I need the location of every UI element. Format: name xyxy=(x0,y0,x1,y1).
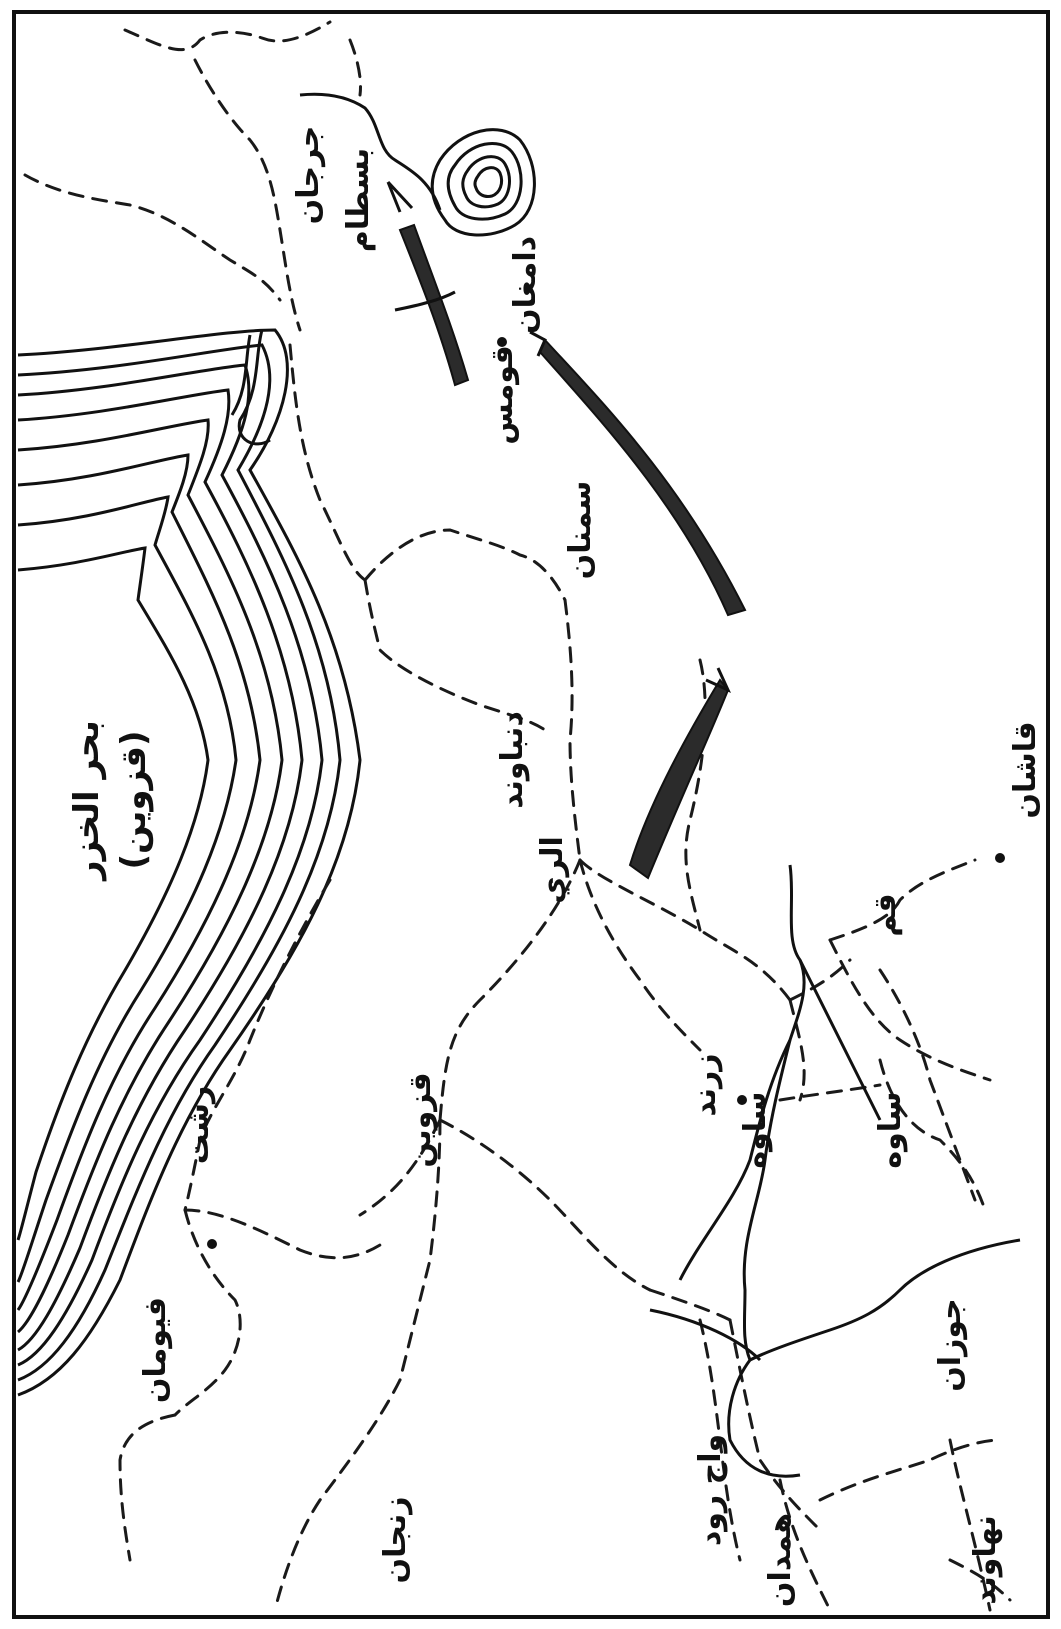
label-dunbavand: دنباوند xyxy=(495,711,530,808)
label-qum: قم xyxy=(868,893,903,936)
arrow-qumis-to-bistam xyxy=(398,223,470,387)
label-bistam: بسطام xyxy=(341,148,376,252)
label-sea-name: بحر الخزر xyxy=(67,720,107,882)
campaign-arrows xyxy=(386,180,747,880)
town-dot-zarand xyxy=(737,1095,747,1105)
rivers xyxy=(649,864,1021,1478)
town-markers xyxy=(207,337,1005,1249)
label-rayy: الري xyxy=(535,836,570,904)
label-saveh-1: ساوه xyxy=(738,1091,773,1168)
label-zarand: زرند xyxy=(688,1053,723,1116)
label-saveh-2: ساوه xyxy=(873,1091,908,1168)
label-vajrud: واج رود xyxy=(693,1434,728,1546)
jurjan-coast xyxy=(299,92,442,211)
label-qumis: قومس xyxy=(485,345,520,444)
label-qazvin: قزوين xyxy=(403,1072,438,1167)
label-zanjan: زنجان xyxy=(378,1496,413,1583)
arrow-rayy-to-simnan xyxy=(628,678,730,880)
label-rasht: رشت xyxy=(181,1086,216,1165)
mountain-contours xyxy=(430,128,536,237)
label-damghan: دامغان xyxy=(508,236,543,334)
place-labels: جرجان بسطام دامغان قومس سمنان دنباوند ال… xyxy=(67,126,1043,1607)
town-dot-qashan xyxy=(995,853,1005,863)
label-nahavand: نهاوند xyxy=(968,1515,1003,1605)
label-simnan: سمنان xyxy=(563,481,598,580)
label-hamadan: همدان xyxy=(763,1513,798,1607)
town-dot-fuman xyxy=(207,1239,217,1249)
province-borders xyxy=(23,20,1012,1612)
town-dot-qumis xyxy=(497,337,507,347)
label-fuman: فيومان xyxy=(138,1297,173,1403)
label-jauzan: جوزان xyxy=(933,1298,968,1392)
arrow-simnan-to-qumis xyxy=(538,338,747,617)
caspian-sea-contours xyxy=(16,328,362,1397)
label-sea-name-alt: (قزوين) xyxy=(114,730,154,869)
label-jurjan: جرجان xyxy=(291,126,326,225)
map-border-frame xyxy=(12,10,1050,1619)
label-qashan: قاشان xyxy=(1008,721,1043,818)
